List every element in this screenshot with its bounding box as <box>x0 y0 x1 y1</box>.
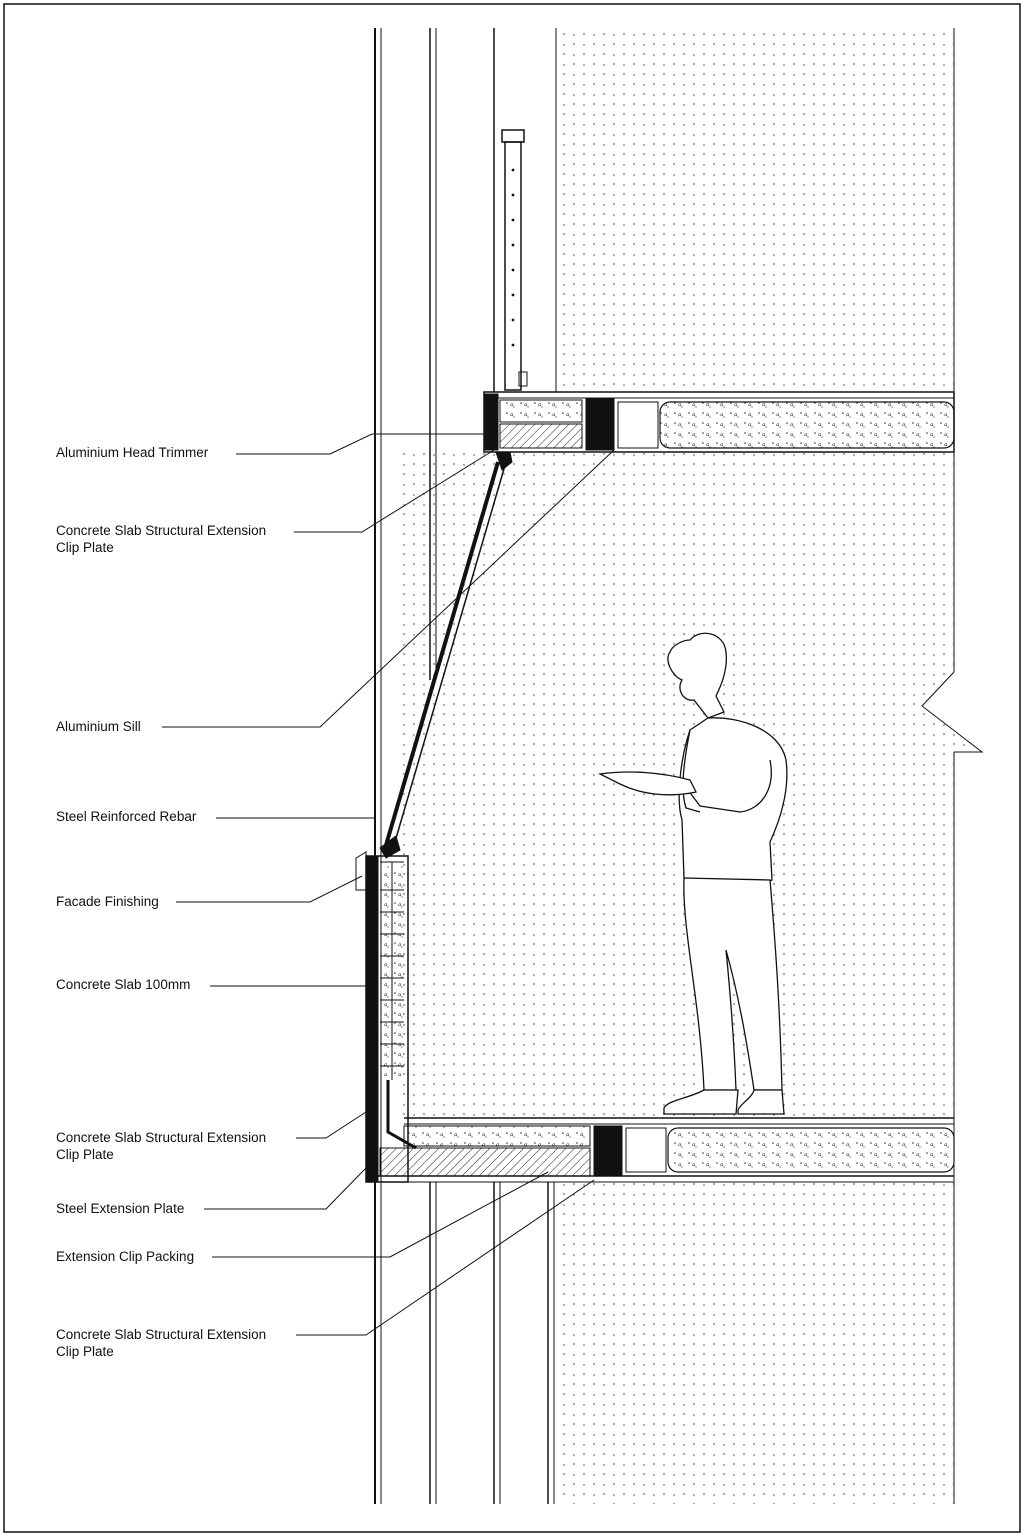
facade-mullions <box>374 28 557 1504</box>
leader-lines <box>162 433 615 1336</box>
lower-slab <box>366 1117 955 1183</box>
label-clip-plate-lower: Concrete Slab Structural Extension Clip … <box>56 1327 267 1359</box>
label-facade-finishing: Facade Finishing <box>56 894 159 909</box>
label-clip-plate-middle: Concrete Slab Structural Extension Clip … <box>56 1130 267 1162</box>
upper-slab <box>483 391 955 453</box>
label-extension-clip-packing: Extension Clip Packing <box>56 1249 195 1264</box>
label-aluminium-sill: Aluminium Sill <box>56 719 141 734</box>
label-steel-reinforced-rebar: Steel Reinforced Rebar <box>56 809 197 824</box>
label-aluminium-head-trimmer: Aluminium Head Trimmer <box>56 445 209 460</box>
label-clip-plate-upper: Concrete Slab Structural Extension Clip … <box>56 523 267 555</box>
right-boundary <box>921 28 984 1504</box>
label-steel-extension-plate: Steel Extension Plate <box>56 1201 185 1216</box>
page-border <box>3 3 1021 1533</box>
person-figure <box>597 632 788 1115</box>
label-concrete-slab-100mm: Concrete Slab 100mm <box>56 977 191 992</box>
vertical-pipe <box>501 129 528 391</box>
diagonal-sill <box>379 451 513 859</box>
